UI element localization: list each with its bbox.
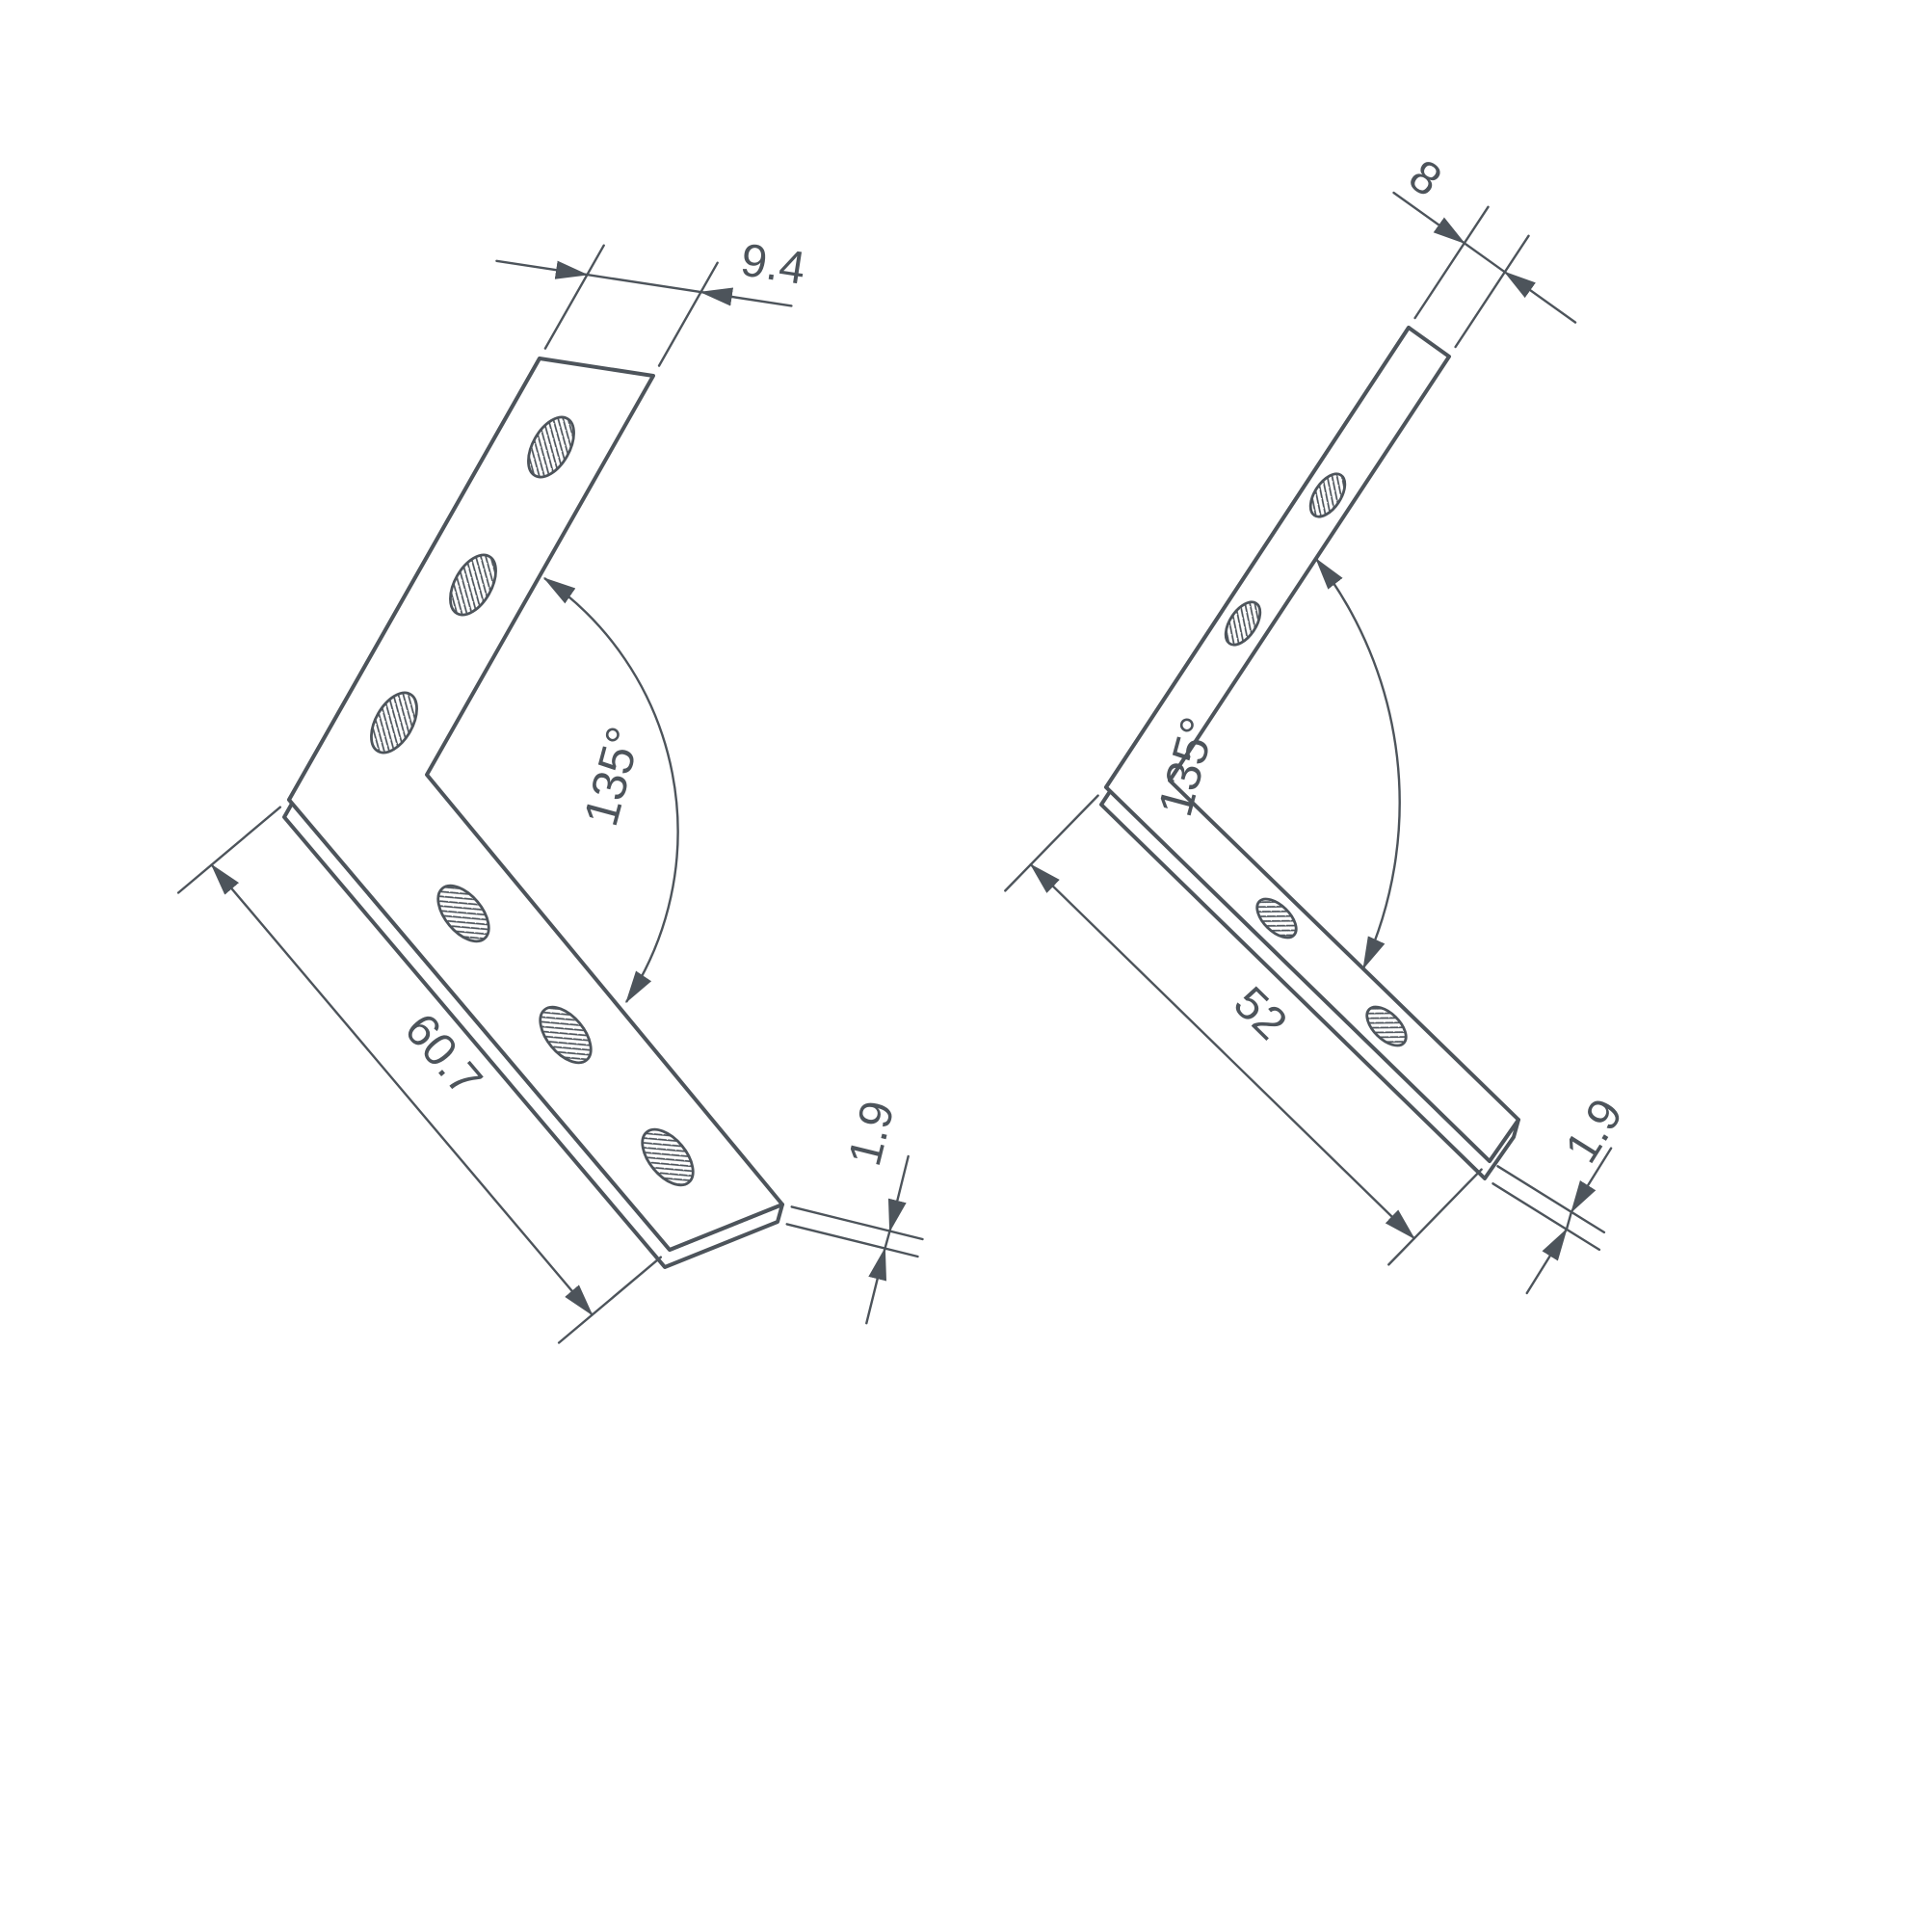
threaded-hole <box>370 691 418 754</box>
threaded-hole <box>527 415 575 479</box>
dimension-line <box>210 863 594 1316</box>
right-width-dimension: 8 <box>1392 150 1577 349</box>
threaded-hole <box>1224 600 1262 647</box>
left-thickness-label: 1.9 <box>839 1096 905 1171</box>
threaded-hole <box>449 553 497 617</box>
dimension-line <box>884 1230 891 1250</box>
extension-line <box>557 1256 662 1344</box>
extension-line <box>1413 205 1490 320</box>
left-width-label: 9.4 <box>737 234 808 294</box>
extension-line <box>1004 794 1099 892</box>
extension-line <box>1491 1182 1601 1252</box>
dimension-line <box>586 273 702 294</box>
dimension-arrow-line <box>1392 191 1465 245</box>
dimension-line <box>1463 242 1506 274</box>
threaded-hole <box>641 1127 695 1187</box>
left-bracket: 135° 9.4 60.7 1.9 <box>176 234 924 1344</box>
extension-line <box>1387 1168 1483 1266</box>
angle-arc <box>542 577 679 1004</box>
dimension-line <box>1029 863 1415 1240</box>
dimension-arrow-line <box>865 1247 887 1325</box>
angle-arc <box>1315 557 1401 970</box>
dimension-line <box>1565 1210 1573 1231</box>
dimension-arrow-line <box>887 1154 910 1232</box>
right-thickness-label: 1.9 <box>1556 1090 1633 1172</box>
threaded-hole <box>1308 472 1347 518</box>
right-bracket: 135° 8 52 1.9 <box>1004 150 1633 1295</box>
left-thickness-dimension: 1.9 <box>785 1096 924 1325</box>
extension-line <box>543 244 605 350</box>
extension-line <box>785 1223 919 1258</box>
right-length-label: 52 <box>1224 977 1296 1049</box>
left-angle-label: 135° <box>573 721 651 831</box>
extension-line <box>176 806 281 894</box>
dimension-arrow-line <box>1503 271 1577 324</box>
dimension-arrow-line <box>699 287 793 307</box>
extension-line <box>790 1205 924 1241</box>
dimension-arrow-line <box>1525 1228 1569 1295</box>
dimension-arrow-line <box>1570 1147 1613 1214</box>
right-width-label: 8 <box>1400 150 1451 207</box>
left-width-dimension: 9.4 <box>495 234 808 367</box>
extension-line <box>1454 234 1530 349</box>
dimension-arrow-line <box>495 259 589 279</box>
extension-line <box>1496 1165 1606 1234</box>
extension-line <box>657 261 719 367</box>
